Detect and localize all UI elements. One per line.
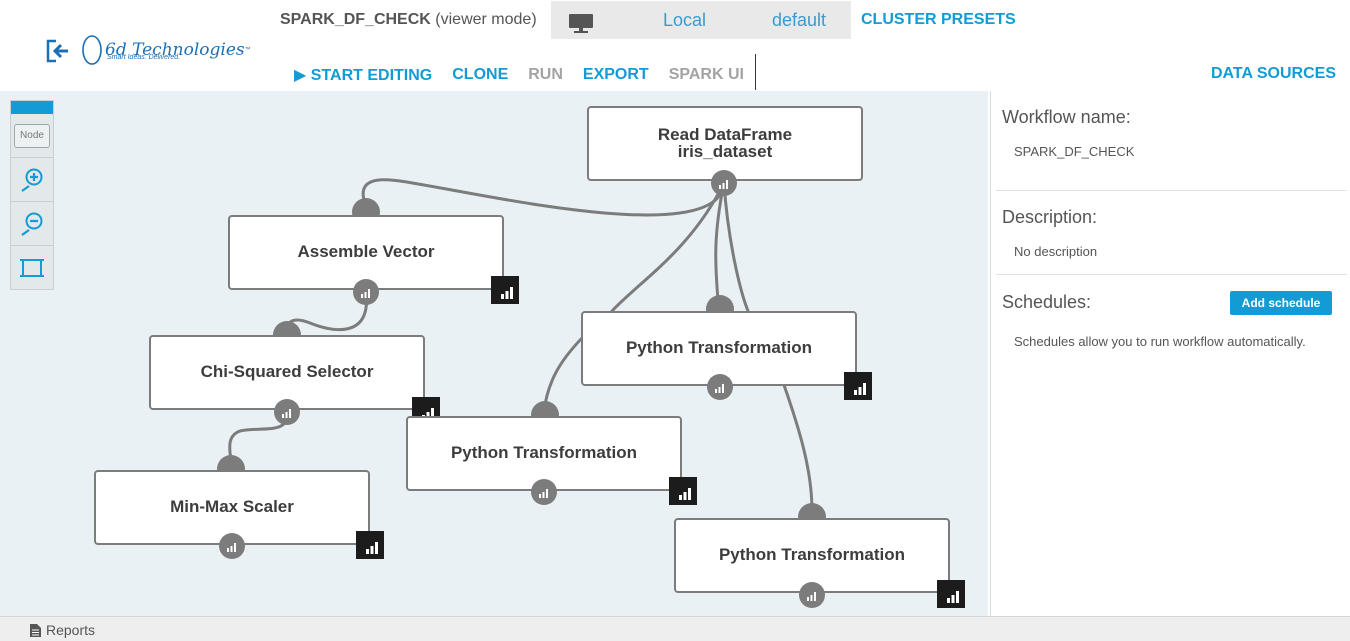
logo-tm: ™ (244, 47, 251, 53)
node-assemble-vector[interactable]: Assemble Vector (228, 215, 504, 290)
zoom-out-icon (21, 212, 43, 236)
zoom-in-button[interactable] (11, 158, 53, 202)
workflow-name-value: SPARK_DF_CHECK (1014, 144, 1135, 159)
stats-icon (282, 408, 291, 418)
add-node-tool[interactable]: Node (11, 114, 53, 158)
node-label: Python Transformation (718, 545, 906, 564)
report-icon[interactable] (356, 531, 384, 559)
description-label: Description: (1002, 207, 1098, 227)
workflow-toolbar: ▶ START EDITING CLONE RUN EXPORT SPARK U… (294, 65, 764, 85)
output-port[interactable] (799, 582, 825, 608)
logo-name: 6d Technologies (105, 40, 245, 60)
cluster-preset: default (772, 10, 827, 30)
monitor-icon (569, 14, 593, 33)
edge-read-assemble (361, 178, 726, 217)
stats-icon (539, 488, 548, 498)
cluster-selector[interactable]: Local default (551, 1, 851, 39)
viewer-mode-label: (viewer mode) (435, 11, 537, 28)
report-icon[interactable] (669, 477, 697, 505)
node-label: Python Transformation (625, 338, 813, 357)
cluster-presets-button[interactable]: CLUSTER PRESETS (861, 11, 1016, 28)
footer-bar: Reports (0, 616, 1350, 641)
stats-icon (719, 179, 728, 189)
output-port[interactable] (353, 279, 379, 305)
node-label: Min-Max Scaler (170, 497, 294, 516)
reports-tab-label: Reports (46, 622, 96, 638)
node-min-max-scaler[interactable]: Min-Max Scaler (94, 470, 370, 545)
export-button[interactable]: EXPORT (582, 66, 649, 83)
schedules-note: Schedules allow you to run workflow auto… (1014, 334, 1306, 349)
output-port[interactable] (219, 533, 245, 559)
workflow-canvas[interactable]: Node Read (0, 91, 988, 616)
clone-button[interactable]: CLONE (452, 66, 509, 83)
output-port[interactable] (711, 170, 737, 196)
company-logo: 6d Technologies ™ Smart Ideas. Delivered… (79, 34, 251, 66)
edge-chisq-minmax (228, 409, 289, 463)
node-read-dataframe[interactable]: Read DataFrame iris_dataset (587, 106, 863, 181)
edge-read-pyt1 (714, 181, 726, 303)
tools-header-bar (11, 101, 53, 114)
document-icon (30, 623, 41, 637)
add-schedule-button[interactable]: Add schedule (1230, 291, 1332, 315)
canvas-tools: Node (10, 100, 54, 290)
stats-icon (227, 542, 236, 552)
node-label: Assemble Vector (297, 242, 435, 261)
stats-icon (361, 288, 370, 298)
node-chi-squared-selector[interactable]: Chi-Squared Selector (149, 335, 425, 410)
fit-to-screen-icon (20, 259, 44, 277)
reports-tab[interactable]: Reports (30, 621, 95, 639)
edge-read-pyt1b (722, 181, 750, 313)
stats-icon (715, 383, 724, 393)
report-icon[interactable] (844, 372, 872, 400)
node-label: Read DataFrame (657, 125, 793, 144)
exit-arrow-icon[interactable] (44, 38, 70, 64)
node-python-transformation-1[interactable]: Python Transformation (581, 311, 857, 386)
zoom-out-button[interactable] (11, 202, 53, 246)
node-sublabel: iris_dataset (677, 142, 773, 161)
workflow-title: SPARK_DF_CHECK (viewer mode) (280, 11, 537, 29)
spark-ui-button[interactable]: SPARK UI (668, 66, 744, 83)
logo-mark-icon (82, 35, 102, 65)
logo-tagline: Smart Ideas. Delivered. (107, 54, 181, 61)
node-python-transformation-3[interactable]: Python Transformation (674, 518, 950, 593)
run-button[interactable]: RUN (528, 66, 563, 83)
node-python-transformation-2[interactable]: Python Transformation (406, 416, 682, 491)
output-port[interactable] (707, 374, 733, 400)
report-icon[interactable] (937, 580, 965, 608)
report-icon[interactable] (491, 276, 519, 304)
description-value: No description (1014, 244, 1098, 259)
workflow-title-text: SPARK_DF_CHECK (280, 11, 431, 28)
schedules-label: Schedules: (1002, 292, 1092, 312)
cluster-location: Local (663, 10, 707, 30)
workflow-name-label: Workflow name: (1002, 107, 1131, 127)
edge-pyt2-in (542, 336, 584, 413)
divider (996, 274, 1347, 275)
data-sources-button[interactable]: DATA SOURCES (1210, 65, 1336, 82)
node-tool-label: Node (14, 123, 50, 148)
stats-icon (807, 591, 816, 601)
node-label: Chi-Squared Selector (200, 362, 374, 381)
zoom-in-icon (21, 168, 43, 192)
node-label: Python Transformation (450, 443, 638, 462)
fit-to-screen-button[interactable] (11, 246, 53, 290)
edge-read-pyt2 (610, 181, 726, 313)
start-editing-button[interactable]: ▶ START EDITING (294, 67, 433, 84)
toolbar-divider (755, 54, 756, 90)
divider (996, 190, 1347, 191)
edge-pyt1-pyt3 (782, 383, 814, 513)
workflow-properties-panel: Workflow name: SPARK_DF_CHECK Descriptio… (990, 91, 1350, 616)
output-port[interactable] (274, 399, 300, 425)
output-port[interactable] (531, 479, 557, 505)
header: 6d Technologies ™ Smart Ideas. Delivered… (0, 0, 1350, 91)
